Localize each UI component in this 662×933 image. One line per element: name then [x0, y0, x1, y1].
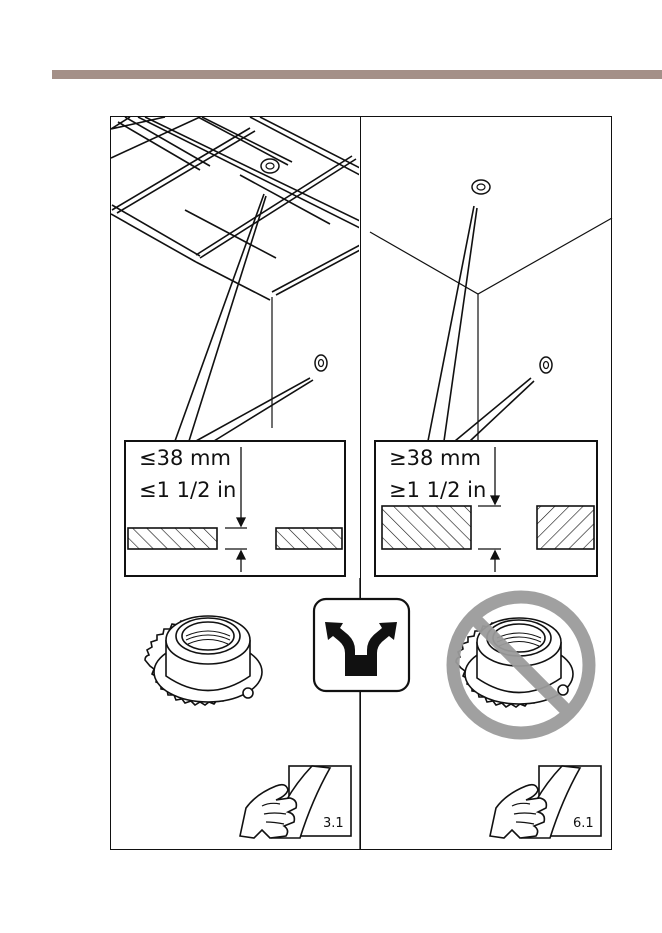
dimension-arrows [225, 447, 247, 572]
threaded-adapter-icon [145, 616, 262, 705]
dimension-arrows [478, 447, 501, 572]
page-reference-right[interactable]: 6.1 [573, 817, 594, 830]
split-arrows-icon [314, 599, 409, 691]
page-reference-left[interactable]: 3.1 [323, 817, 344, 830]
thick-tile-section [382, 506, 594, 549]
thin-tile-section [128, 528, 342, 549]
